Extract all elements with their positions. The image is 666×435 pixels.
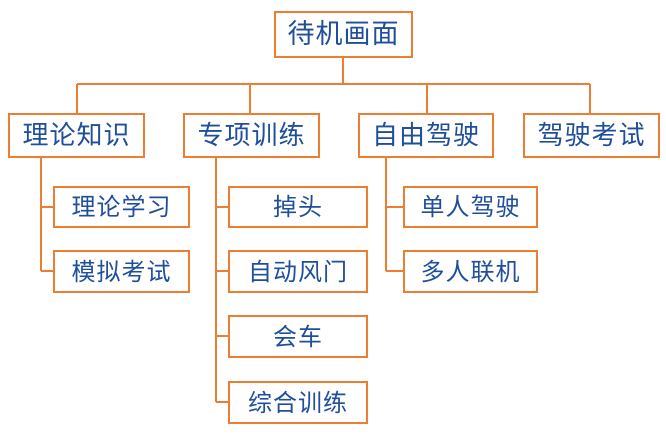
node-leaf-passing-vehicle[interactable]: 会车 [228,315,368,358]
node-leaf-multiplayer[interactable]: 多人联机 [403,250,538,293]
node-leaf-single-drive[interactable]: 单人驾驶 [403,186,538,228]
node-leaf-comprehensive-training[interactable]: 综合训练 [228,381,368,424]
node-branch-free-drive[interactable]: 自由驾驶 [358,113,494,158]
node-branch-driving-test[interactable]: 驾驶考试 [523,113,660,158]
node-branch-theory[interactable]: 理论知识 [8,113,145,158]
node-leaf-auto-throttle[interactable]: 自动风门 [228,250,368,293]
node-leaf-mock-exam[interactable]: 模拟考试 [53,250,190,293]
node-leaf-u-turn[interactable]: 掉头 [228,186,368,228]
node-root[interactable]: 待机画面 [274,11,413,58]
node-leaf-theory-study[interactable]: 理论学习 [53,186,190,228]
node-branch-special-training[interactable]: 专项训练 [183,113,320,158]
